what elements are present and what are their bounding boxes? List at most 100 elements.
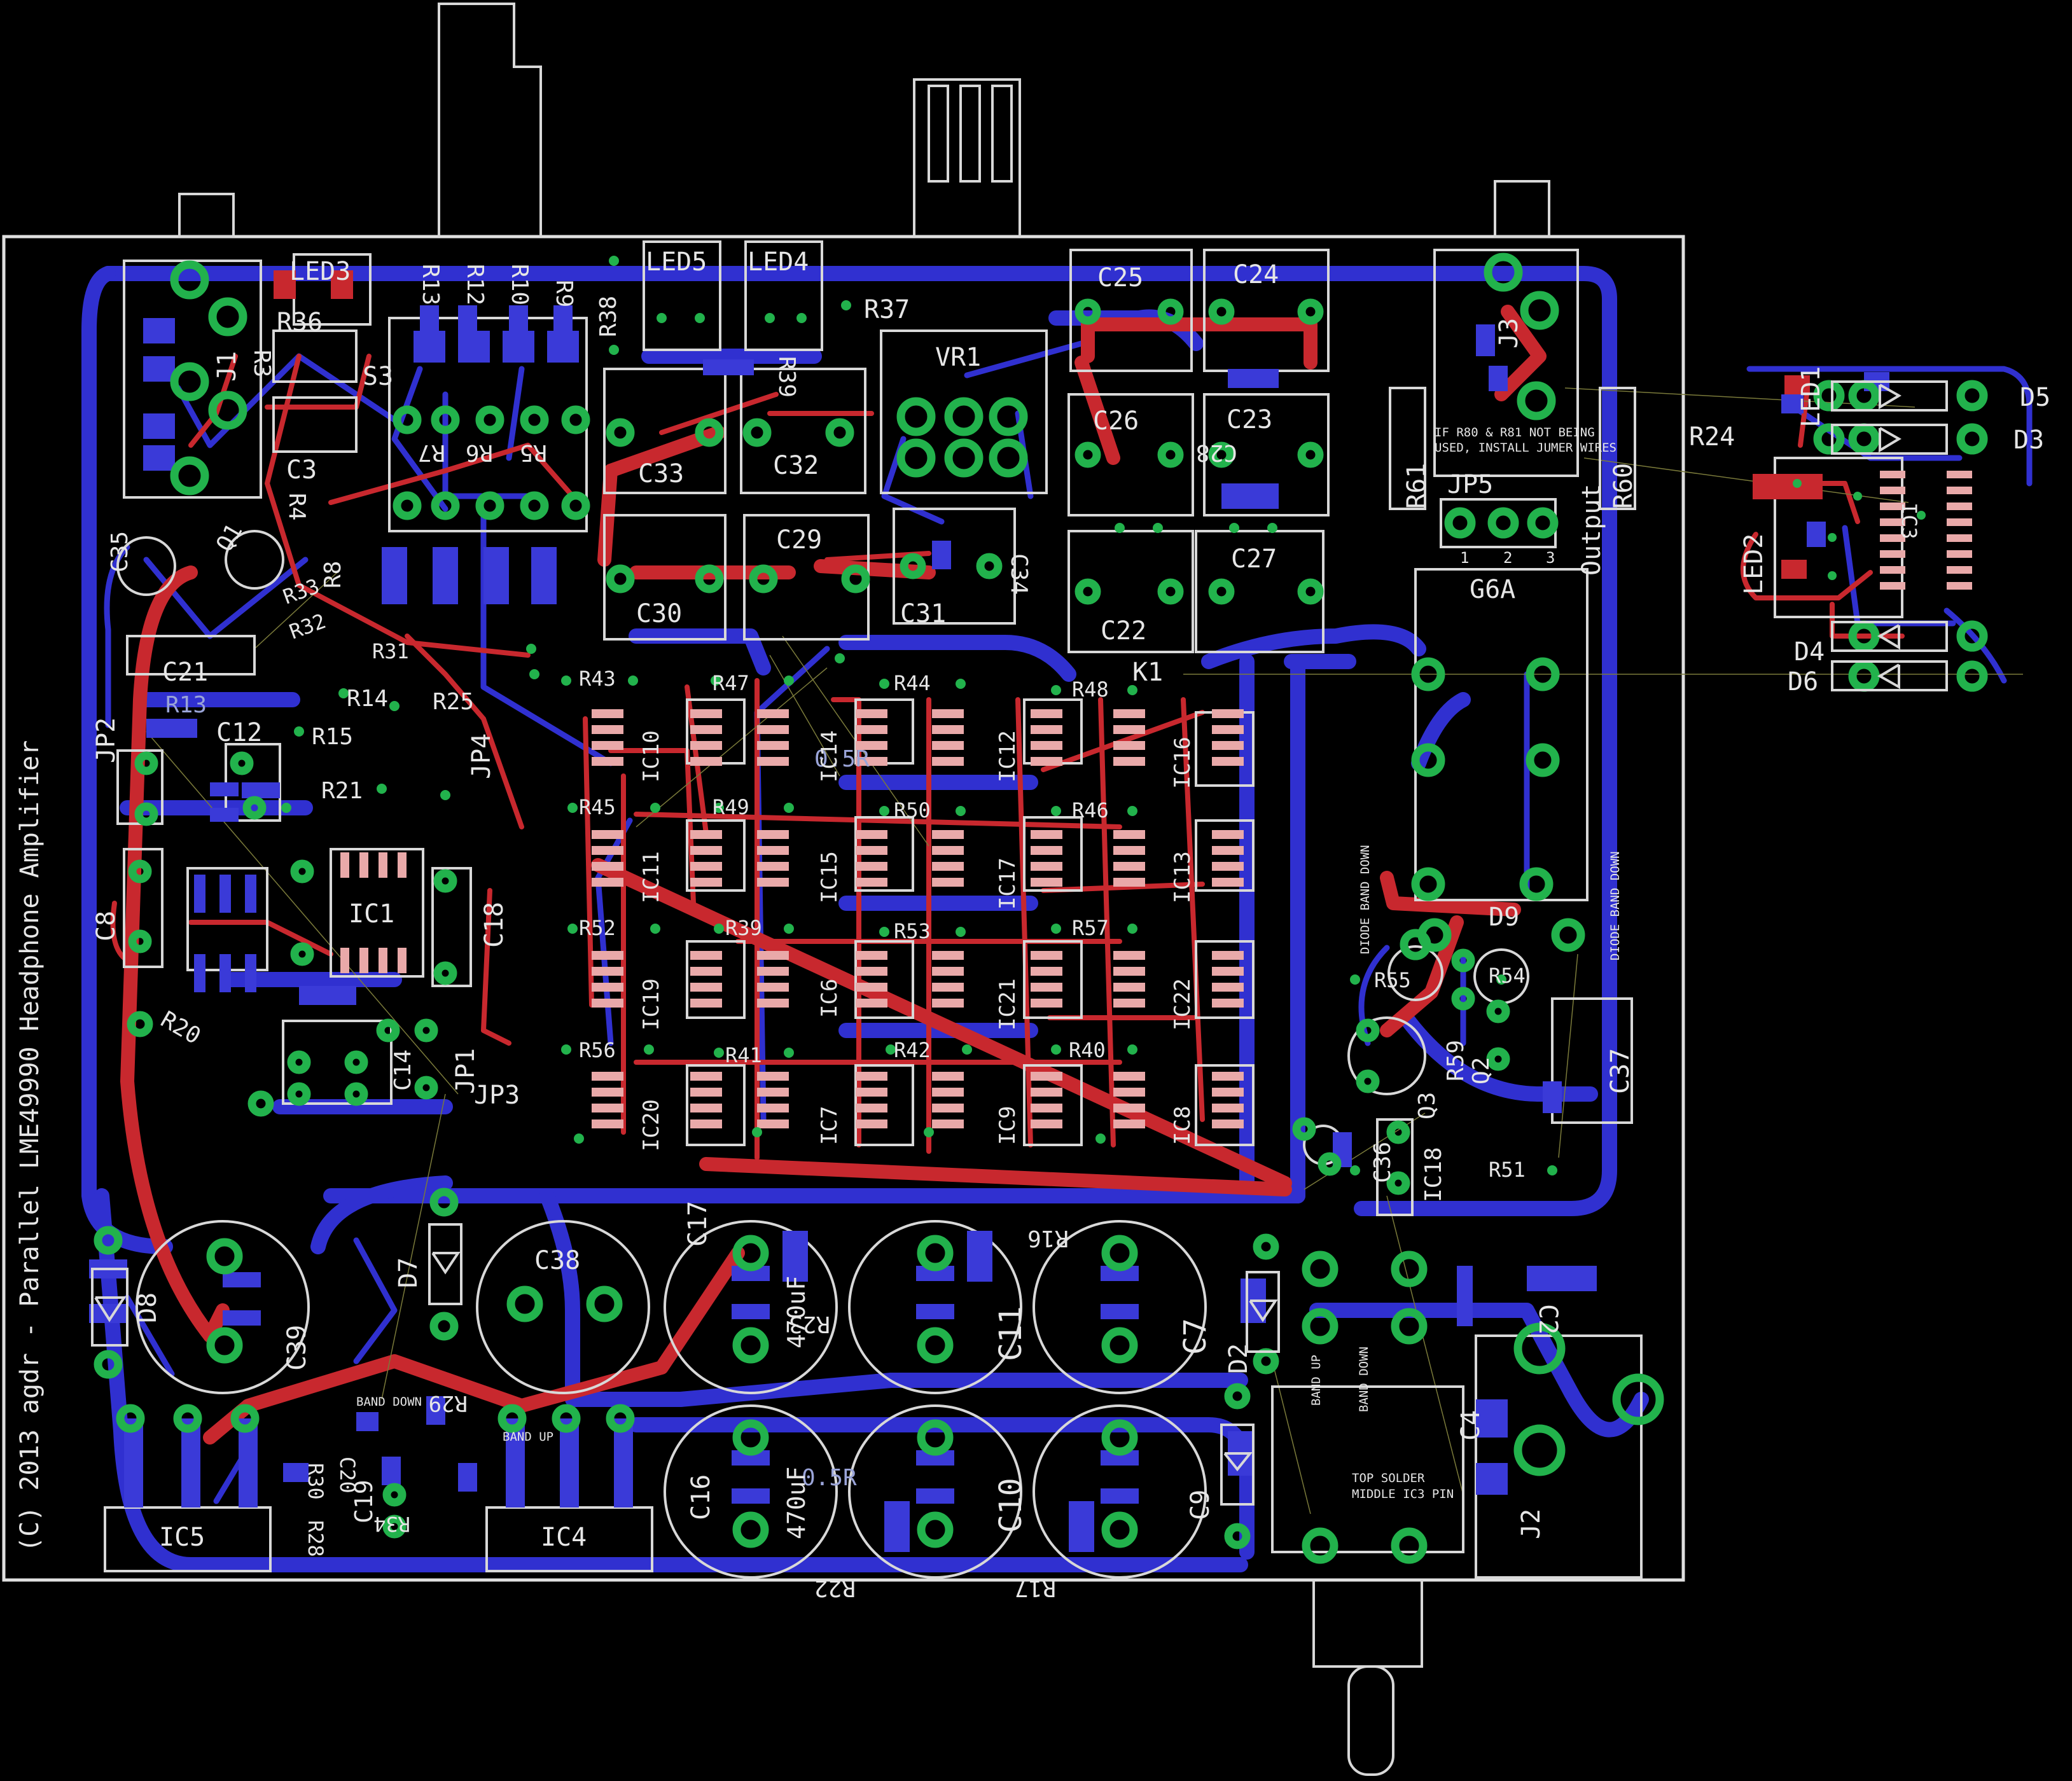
label-R57: R57 <box>1072 916 1109 940</box>
label-IC14: IC14 <box>817 730 842 782</box>
label-IC9: IC9 <box>995 1106 1020 1145</box>
label-R52: R52 <box>579 916 616 940</box>
silkscreen-outlines <box>104 240 1903 1579</box>
label-R54: R54 <box>1489 964 1526 988</box>
label-JP2: JP2 <box>92 717 121 763</box>
label-R43: R43 <box>579 667 616 691</box>
label-C30: C30 <box>636 599 682 628</box>
label-R42: R42 <box>894 1038 931 1062</box>
label-C24: C24 <box>1233 260 1279 289</box>
top-copper-traces <box>120 305 1547 1445</box>
label-R28: R28 <box>303 1520 328 1557</box>
label-R40: R40 <box>1069 1038 1106 1062</box>
label-C19: C19 <box>350 1480 378 1523</box>
label-D3: D3 <box>2013 426 2044 455</box>
label-D2: D2 <box>1224 1343 1253 1374</box>
label-C3: C3 <box>286 455 317 485</box>
smd-pads-red <box>274 270 1823 579</box>
label-J3: J3 <box>1494 318 1524 349</box>
label-R39-rot: R39 <box>774 356 800 398</box>
label-R56: R56 <box>579 1038 616 1062</box>
overhang-switch <box>178 3 1550 1776</box>
label-R45: R45 <box>579 795 616 819</box>
soic-pins <box>340 471 1972 1128</box>
label-C7: C7 <box>1178 1318 1213 1355</box>
label-C21: C21 <box>162 658 208 687</box>
label-J2: J2 <box>1517 1509 1546 1539</box>
label-R59: R59 <box>1443 1040 1469 1081</box>
label-R17: R17 <box>1015 1575 1056 1601</box>
label-C33: C33 <box>638 459 684 489</box>
label-R44: R44 <box>894 671 931 695</box>
label-IC22: IC22 <box>1170 978 1195 1030</box>
label-D5: D5 <box>2020 383 2050 412</box>
label-C27: C27 <box>1231 544 1277 574</box>
label-D4: D4 <box>1794 637 1825 667</box>
label-JP5: JP5 <box>1447 470 1493 499</box>
label-C34: C34 <box>1006 553 1032 595</box>
label-LED5: LED5 <box>646 247 707 277</box>
label-R50: R50 <box>894 798 931 822</box>
main-board-outline <box>2 235 1685 1582</box>
label-R49: R49 <box>713 795 749 819</box>
label-R53: R53 <box>894 919 931 943</box>
label-LED3: LED3 <box>289 257 351 286</box>
label-S3: S3 <box>363 362 393 391</box>
label-cap-470-top: 470uF <box>782 1276 810 1348</box>
jp5-pin-3: 3 <box>1546 549 1555 567</box>
label-C20: C20 <box>335 1457 359 1493</box>
label-C28: C28 <box>1196 440 1237 466</box>
label-C29: C29 <box>776 525 822 555</box>
note-solder-line-2: MIDDLE IC3 PIN <box>1352 1487 1454 1501</box>
label-R5: R5 <box>520 440 547 466</box>
smd-pads <box>89 305 1889 1552</box>
label-R12: R12 <box>462 264 488 305</box>
label-R33: R33 <box>280 574 323 609</box>
label-IC11: IC11 <box>639 851 664 903</box>
label-R9: R9 <box>551 280 577 307</box>
note-jumper-line-1: IF R80 & R81 NOT BEING <box>1435 426 1595 440</box>
label-R30: R30 <box>303 1463 328 1500</box>
label-R3: R3 <box>249 350 275 377</box>
label-IC17: IC17 <box>995 857 1020 910</box>
label-R55: R55 <box>1374 968 1411 992</box>
board-notes: IF R80 & R81 NOT BEING USED, INSTALL JUM… <box>356 426 1622 1501</box>
label-LED1: LED1 <box>1797 366 1826 427</box>
label-C23: C23 <box>1227 405 1272 434</box>
label-R20: R20 <box>156 1006 205 1050</box>
label-D9: D9 <box>1489 903 1519 932</box>
component-labels: LED3 LED5 LED4 R36 S3 C3 R37 VR1 C33 C32… <box>15 247 2050 1601</box>
label-IC1: IC1 <box>349 899 394 929</box>
label-IC19: IC19 <box>639 978 664 1030</box>
label-IC20: IC20 <box>639 1099 664 1151</box>
label-R29: R29 <box>429 1390 468 1416</box>
label-IC8: IC8 <box>1170 1106 1195 1145</box>
label-output: Output <box>1577 484 1606 576</box>
label-C38: C38 <box>534 1246 580 1275</box>
label-C18: C18 <box>480 902 509 948</box>
label-R48: R48 <box>1072 677 1109 702</box>
label-IC13: IC13 <box>1170 851 1195 903</box>
label-C32: C32 <box>773 451 819 480</box>
note-solder-line-1: TOP SOLDER <box>1352 1471 1425 1485</box>
note-band-down-left: BAND DOWN <box>356 1395 422 1409</box>
label-IC15: IC15 <box>817 851 842 903</box>
note-band-up: BAND UP <box>1309 1355 1323 1406</box>
label-C17: C17 <box>683 1201 713 1247</box>
label-C26: C26 <box>1093 406 1139 436</box>
label-Q1: Q1 <box>211 519 247 556</box>
label-C11: C11 <box>993 1306 1029 1361</box>
label-C25: C25 <box>1097 263 1143 293</box>
label-JP1: JP1 <box>451 1048 480 1094</box>
label-IC7: IC7 <box>817 1106 842 1145</box>
label-C37: C37 <box>1606 1048 1635 1094</box>
label-LED4: LED4 <box>747 247 809 277</box>
label-C36: C36 <box>1370 1142 1396 1183</box>
label-res-05r-bottom: 0.5R <box>802 1465 857 1491</box>
label-R10: R10 <box>506 264 532 305</box>
label-R51: R51 <box>1489 1158 1526 1182</box>
label-IC18: IC18 <box>1421 1147 1447 1202</box>
label-R23: R23 <box>789 1311 830 1337</box>
label-JP3: JP3 <box>474 1081 520 1110</box>
